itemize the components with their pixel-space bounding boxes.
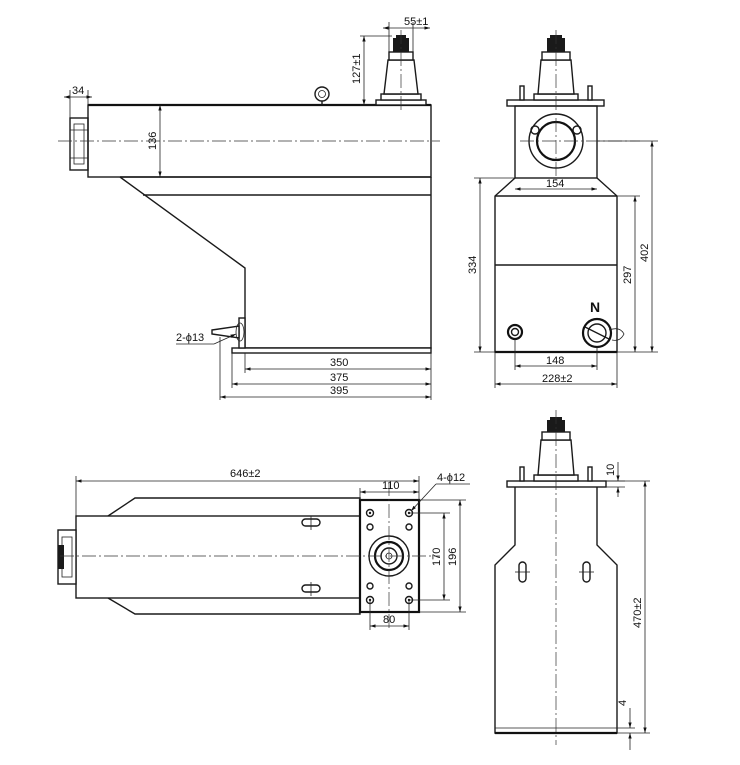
side-base-plate (231, 347, 432, 354)
dim-350-375-395: 350 375 395 (219, 337, 432, 400)
svg-text:470±2: 470±2 (632, 597, 644, 628)
dim-4-phi12: 4-ϕ12 (410, 472, 470, 512)
lifting-eye-icon (314, 86, 330, 105)
svg-text:136: 136 (147, 132, 159, 150)
dim-110: 110 (359, 480, 419, 500)
cable-gland-icon (581, 317, 625, 349)
svg-text:34: 34 (72, 85, 84, 97)
slot-hole-icon (301, 582, 321, 596)
svg-text:2-ϕ13: 2-ϕ13 (176, 332, 204, 344)
svg-text:375: 375 (330, 372, 348, 384)
svg-text:228±2: 228±2 (542, 373, 573, 385)
dim-646: 646±2 (75, 468, 420, 516)
dim-80: 80 (369, 600, 410, 630)
dim-55: 55±1 (383, 16, 430, 52)
side-lower-body (119, 176, 432, 349)
slot-hole-icon (301, 516, 321, 530)
dim-170: 170 (409, 512, 450, 601)
svg-text:80: 80 (383, 614, 395, 626)
side-left-connector (69, 117, 89, 171)
svg-text:148: 148 (546, 355, 564, 367)
dim-196: 196 (419, 499, 466, 613)
dim-402: 402 (597, 140, 658, 352)
dim-297: 297 (617, 195, 658, 353)
top-view: 646±2 110 4-ϕ12 170 196 (57, 468, 470, 630)
bolt-hole-icon (365, 508, 414, 605)
svg-text:127±1: 127±1 (351, 53, 363, 84)
svg-text:4: 4 (617, 700, 629, 706)
svg-text:196: 196 (447, 548, 459, 566)
svg-text:4-ϕ12: 4-ϕ12 (437, 472, 465, 484)
dim-2-phi13: 2-ϕ13 (176, 332, 237, 345)
dim-228: 228±2 (494, 352, 618, 388)
svg-text:110: 110 (382, 480, 400, 492)
svg-text:10: 10 (605, 464, 617, 476)
svg-text:350: 350 (330, 357, 348, 369)
svg-text:55±1: 55±1 (404, 16, 428, 28)
svg-text:170: 170 (431, 548, 443, 566)
rear-view: 10 470±2 4 (494, 410, 650, 750)
side-view: 34 136 55±1 127±1 2-ϕ13 (58, 16, 440, 400)
dim-127: 127±1 (351, 35, 392, 106)
front-top-nozzle (533, 35, 579, 101)
dim-470: 470±2 (606, 480, 650, 734)
svg-text:334: 334 (467, 256, 479, 274)
dim-34: 34 (63, 85, 92, 118)
terminal-icon (506, 323, 524, 341)
gland-label: N (590, 299, 600, 315)
dim-136: 136 (147, 105, 162, 177)
dim-148: 148 (514, 340, 598, 370)
rear-flange (506, 480, 607, 488)
svg-text:154: 154 (546, 178, 564, 190)
dim-154: 154 (515, 178, 597, 191)
dim-4: 4 (617, 700, 635, 750)
svg-text:297: 297 (622, 266, 634, 284)
dim-10: 10 (605, 462, 625, 497)
dim-334: 334 (467, 177, 515, 353)
top-left-connector (57, 529, 77, 585)
side-mounting-tab (211, 317, 246, 349)
front-flange (506, 99, 605, 107)
svg-text:402: 402 (639, 244, 651, 262)
svg-text:646±2: 646±2 (230, 468, 261, 480)
front-view: N 154 334 297 402 (467, 30, 658, 388)
svg-text:395: 395 (330, 385, 348, 397)
